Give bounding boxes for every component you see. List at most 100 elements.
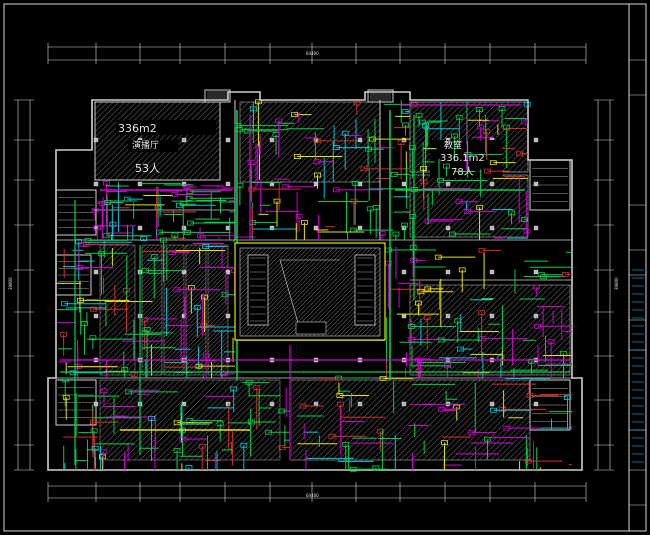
diffuser (520, 217, 528, 223)
diffuser (414, 300, 422, 306)
diffuser (408, 145, 416, 150)
diffuser (293, 154, 301, 159)
diffuser (336, 393, 344, 398)
diffuser (523, 228, 531, 234)
diffuser (332, 187, 340, 193)
diffuser (478, 310, 486, 315)
diffuser (173, 420, 181, 426)
left-total-dimension: 39800 (8, 277, 13, 290)
diffuser (532, 284, 540, 290)
diffuser (458, 267, 466, 273)
column (93, 401, 99, 407)
diffuser (366, 206, 374, 212)
diffuser (76, 265, 83, 271)
diffuser (455, 199, 463, 205)
diffuser (140, 236, 147, 242)
diffuser (250, 106, 257, 112)
diffuser (89, 335, 97, 341)
diffuser (408, 324, 415, 329)
hatched-room (207, 244, 229, 376)
diffuser (350, 198, 358, 204)
atrium-opening (295, 321, 327, 335)
escalator-right (354, 254, 376, 326)
diffuser (282, 184, 290, 190)
column (533, 225, 539, 231)
hatched-room (239, 101, 381, 183)
diffuser (341, 130, 349, 136)
right-room-area: 336.1m2 (440, 153, 485, 164)
diffuser (69, 370, 77, 376)
diffuser (476, 204, 483, 210)
column (225, 137, 231, 143)
drawing-frame (3, 3, 647, 532)
diffuser (502, 124, 510, 130)
diffuser (295, 213, 303, 219)
stair-core (529, 159, 571, 211)
diffuser (187, 220, 194, 226)
diffuser (171, 192, 179, 197)
diffuser (141, 317, 149, 323)
top-total-dimension: 64400 (306, 51, 319, 56)
diffuser (99, 454, 106, 460)
title-block (629, 59, 646, 506)
diffuser (183, 184, 191, 189)
diffuser (561, 271, 569, 277)
diffuser (441, 440, 448, 446)
diffuser (141, 330, 149, 336)
diffuser (91, 445, 99, 451)
diffuser (438, 406, 445, 412)
diffuser (479, 336, 486, 342)
diffuser (143, 327, 151, 332)
diffuser (130, 372, 138, 378)
central-atrium (234, 242, 386, 341)
diffuser (247, 160, 255, 166)
column (401, 181, 407, 187)
diffuser (171, 232, 179, 238)
diffuser (265, 429, 272, 435)
diffuser (90, 419, 97, 425)
dimension-lines (14, 43, 614, 502)
column (357, 225, 363, 231)
column (93, 269, 99, 275)
diffuser (248, 186, 256, 192)
diffuser (150, 254, 158, 259)
diffuser (156, 229, 163, 235)
diffuser (100, 388, 108, 394)
left-room-name: 演播厅 (132, 139, 159, 151)
diffuser (489, 160, 497, 166)
column (533, 181, 539, 187)
diffuser (376, 428, 384, 434)
bottom-total-dimension: 64400 (306, 493, 319, 498)
diffuser (422, 122, 429, 128)
diffuser (498, 106, 506, 112)
diffuser (125, 389, 133, 395)
diffuser (104, 200, 111, 205)
diffuser (455, 114, 463, 120)
diffuser (564, 395, 571, 400)
column (313, 225, 319, 231)
diffuser (409, 244, 417, 250)
diffuser (77, 297, 84, 303)
column (445, 269, 451, 275)
diffuser (516, 151, 524, 157)
diffuser (420, 166, 428, 171)
diffuser (434, 254, 442, 260)
diffuser (450, 133, 458, 139)
diffuser (379, 375, 387, 381)
diffuser (179, 436, 187, 442)
diffuser (193, 304, 201, 310)
diffuser (392, 231, 400, 237)
hatched-room (141, 244, 163, 376)
diffuser (89, 306, 97, 312)
diffuser (520, 119, 528, 125)
diffuser (351, 180, 359, 186)
diffuser (275, 118, 283, 124)
diffuser (240, 442, 248, 448)
diffuser (253, 385, 261, 390)
label-backdrop (116, 120, 216, 135)
diffuser (255, 99, 262, 105)
column (401, 269, 407, 275)
diffuser (484, 436, 491, 442)
diffuser (198, 443, 206, 449)
